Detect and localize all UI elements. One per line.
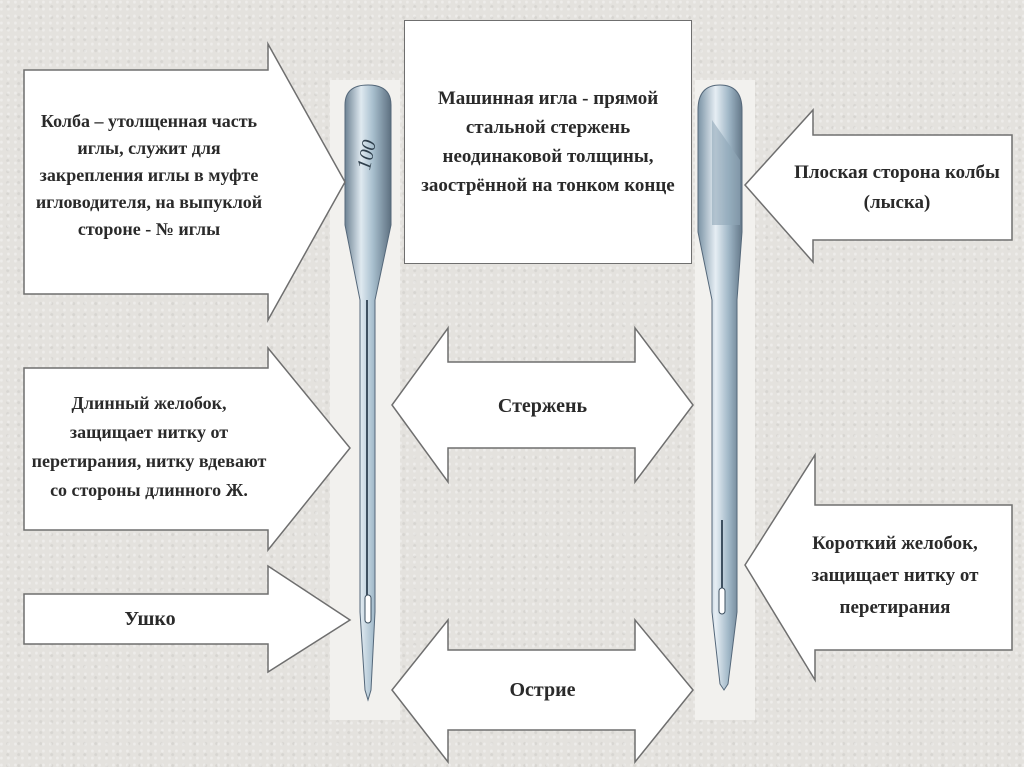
point-label: Острие bbox=[509, 678, 576, 701]
point-double-arrow bbox=[391, 617, 694, 765]
flat-side-arrow bbox=[743, 108, 1013, 264]
bulb-label: Колба – утолщенная часть иглы, служит дл… bbox=[35, 110, 263, 239]
left-needle bbox=[344, 84, 392, 702]
eye-label: Ушко bbox=[124, 607, 176, 630]
shaft-double-arrow bbox=[391, 325, 694, 485]
flat-side-label: Плоская сторона колбы (лыска) bbox=[794, 162, 1000, 213]
right-eye-mark bbox=[718, 587, 726, 615]
short-groove-arrow bbox=[744, 452, 1013, 683]
long-groove-label: Длинный желобок, защищает нитку от перет… bbox=[31, 393, 267, 500]
short-groove-label: Короткий желобок, защищает нитку от пере… bbox=[811, 533, 979, 618]
bulb-arrow bbox=[23, 41, 346, 323]
eye-arrow bbox=[23, 564, 352, 674]
title-text: Машинная игла - прямой стальной стержень… bbox=[421, 88, 675, 196]
long-groove-arrow bbox=[23, 345, 351, 553]
title-box: Машинная игла - прямой стальной стержень… bbox=[404, 20, 692, 264]
flat-side-mark bbox=[712, 120, 740, 225]
eye-mark bbox=[364, 594, 372, 624]
shaft-label: Стержень bbox=[497, 394, 588, 417]
right-needle bbox=[697, 84, 743, 691]
